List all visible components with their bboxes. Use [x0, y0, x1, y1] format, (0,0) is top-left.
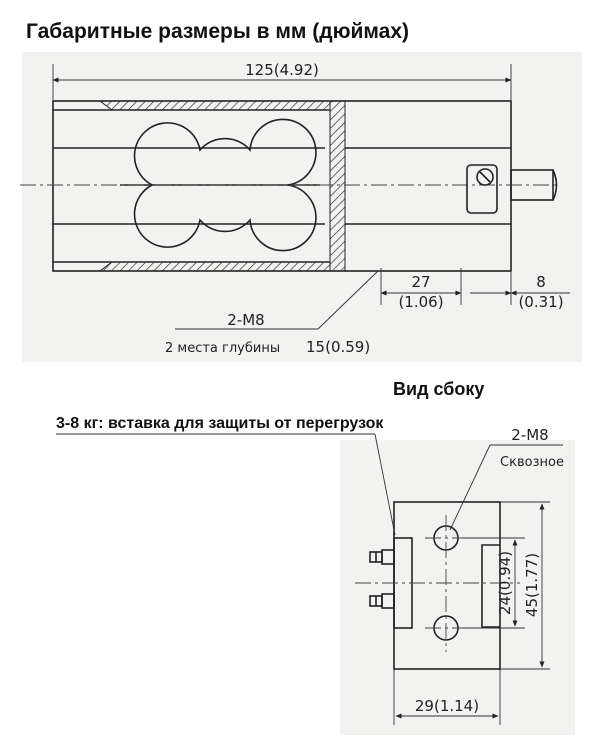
clamp-screw-icon: [476, 168, 494, 186]
top-view-paper: [22, 52, 582, 362]
side-thread-label: 2-M8: [511, 426, 548, 444]
hatched-insert-top: [98, 100, 331, 111]
cable-clamp: [466, 164, 498, 214]
hatched-insert-right: [329, 100, 346, 272]
thread-depth-value: 15(0.59): [306, 338, 370, 356]
overload-bolt-bottom: [369, 593, 395, 609]
width-label: 29(1.14): [415, 697, 479, 715]
top-view: 125(4.92) 27 (1.06) 8: [20, 61, 570, 356]
tail-mm-label: 8: [536, 273, 546, 291]
side-view-notch: [481, 544, 500, 628]
hatched-insert-bottom: [98, 261, 331, 272]
cable-exit: [510, 169, 554, 201]
through-note: Сквозное: [500, 455, 564, 470]
overload-bolt-top: [369, 549, 395, 565]
side-view-paper: [340, 440, 575, 735]
overload-note: 3-8 кг: вставка для защиты от перегрузок: [56, 415, 384, 432]
page-title: Габаритные размеры в мм (дюймах): [26, 20, 409, 43]
tail-in-label: (0.31): [518, 293, 563, 311]
height-label: 45(1.77): [523, 553, 541, 617]
hole-spacing-label: 24(0.94): [496, 551, 514, 615]
thread-depth-note: 2 места глубины: [165, 341, 280, 356]
offset-in-label: (1.06): [398, 293, 443, 311]
side-view-label: Вид сбоку: [393, 379, 484, 399]
offset-mm-label: 27: [411, 273, 430, 291]
overall-length-label: 125(4.92): [245, 61, 319, 79]
top-thread-label: 2-M8: [227, 311, 264, 329]
side-view: 2-M8 Сквозное 24(0.94) 45(1.77) 29(1.14): [56, 426, 564, 725]
